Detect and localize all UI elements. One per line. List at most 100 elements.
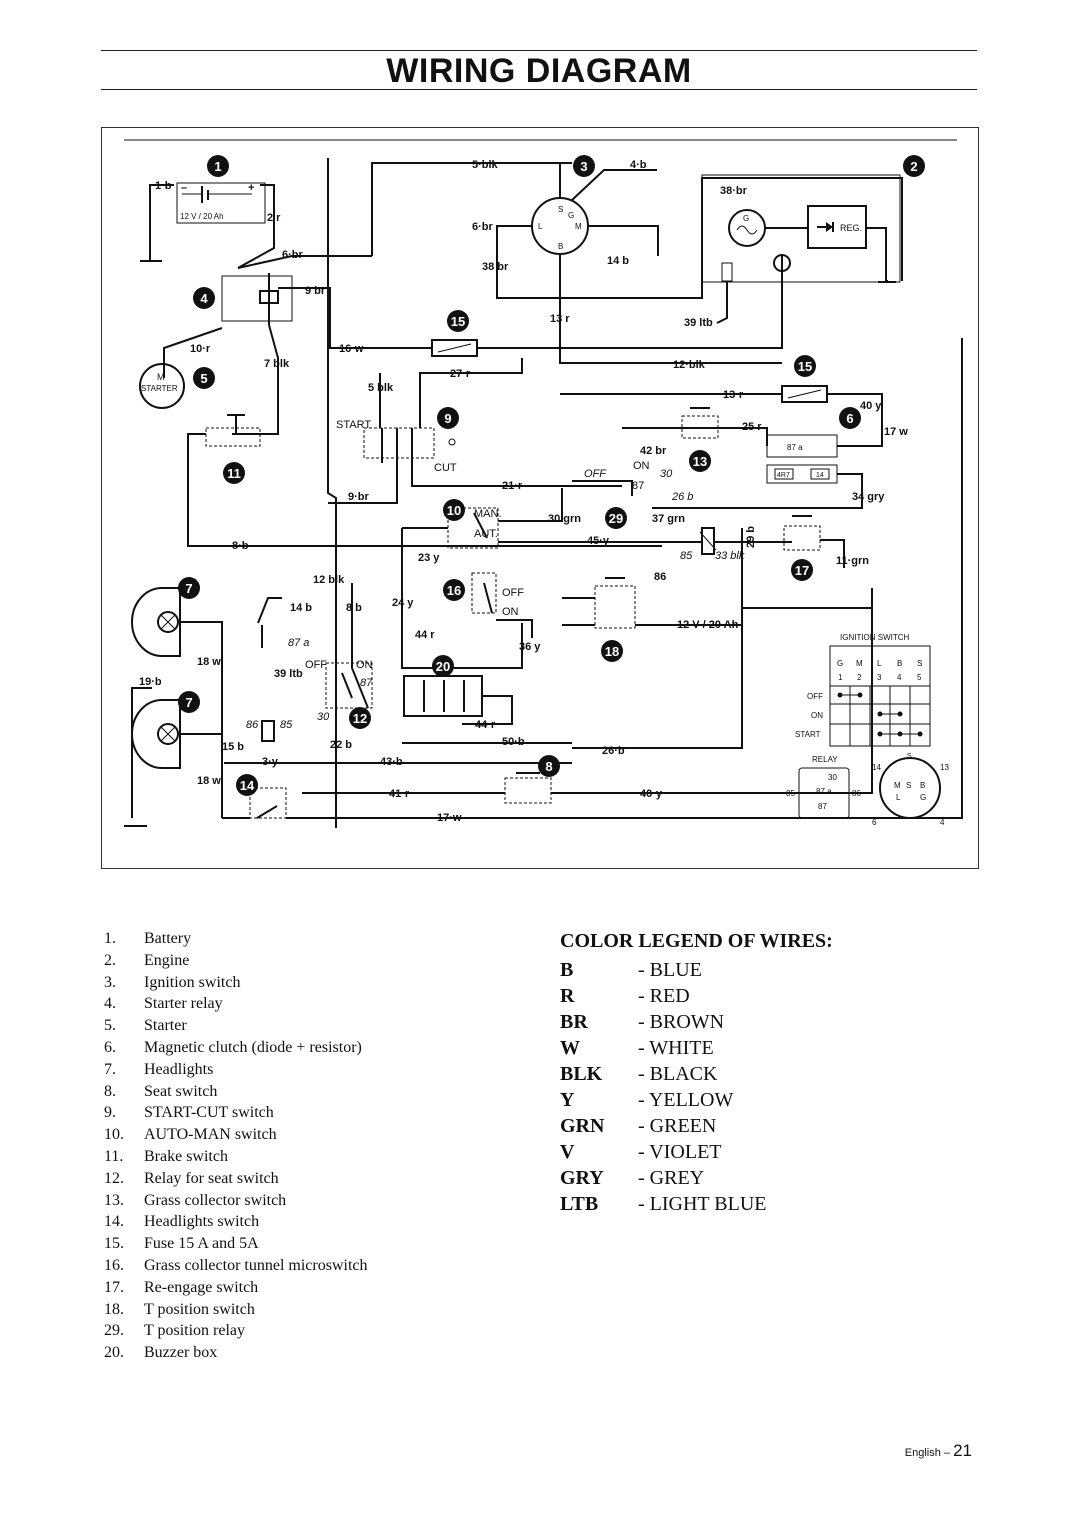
re-engage-switch bbox=[783, 515, 821, 551]
svg-text:86: 86 bbox=[654, 571, 666, 583]
svg-text:43·b: 43·b bbox=[380, 756, 403, 768]
svg-text:40·y: 40·y bbox=[640, 788, 663, 800]
svg-text:87 a: 87 a bbox=[288, 637, 309, 649]
svg-text:OFF: OFF bbox=[807, 692, 823, 701]
component-item: 11.Brake switch bbox=[104, 1147, 228, 1165]
wire-21r bbox=[411, 463, 622, 487]
svg-text:18: 18 bbox=[605, 644, 619, 659]
wire-5blk bbox=[371, 162, 572, 256]
svg-text:11·grn: 11·grn bbox=[836, 555, 869, 567]
page-title: WIRING DIAGRAM bbox=[386, 52, 692, 90]
svg-text:L: L bbox=[538, 222, 543, 231]
svg-text:START: START bbox=[336, 419, 371, 431]
svg-text:3: 3 bbox=[580, 159, 587, 174]
svg-text:11: 11 bbox=[227, 466, 241, 481]
wire-battery-positive bbox=[237, 184, 275, 269]
svg-text:CUT: CUT bbox=[434, 462, 457, 474]
fuse-5a bbox=[781, 385, 828, 403]
badge-1: 1 bbox=[207, 155, 229, 177]
grass-collector-switch bbox=[681, 407, 719, 439]
svg-text:5: 5 bbox=[917, 673, 922, 682]
svg-text:23 y: 23 y bbox=[418, 552, 440, 564]
start-cut-switch bbox=[363, 388, 456, 463]
svg-text:5 blk: 5 blk bbox=[368, 382, 394, 394]
badge-4: 4 bbox=[193, 287, 215, 309]
svg-text:30: 30 bbox=[660, 468, 673, 480]
svg-text:44·r: 44·r bbox=[475, 719, 496, 731]
starter-motor: M STARTER bbox=[139, 363, 185, 409]
svg-text:16: 16 bbox=[447, 583, 461, 598]
ignition-switch-symbol: S G L M B bbox=[531, 197, 589, 255]
badge-12: 12 bbox=[349, 707, 371, 729]
svg-text:3: 3 bbox=[877, 673, 882, 682]
svg-text:14 b: 14 b bbox=[607, 255, 629, 267]
badge-11: 11 bbox=[223, 462, 245, 484]
svg-text:41·r: 41·r bbox=[389, 788, 410, 800]
wire-12blk-b bbox=[351, 583, 369, 709]
svg-text:6: 6 bbox=[872, 818, 877, 827]
wire-10r bbox=[163, 327, 223, 378]
svg-text:17: 17 bbox=[795, 563, 809, 578]
svg-text:2: 2 bbox=[910, 159, 917, 174]
svg-text:87 a: 87 a bbox=[787, 443, 803, 452]
component-item: 2.Engine bbox=[104, 951, 190, 969]
legend-row: V- VIOLET bbox=[560, 1141, 722, 1163]
svg-text:15: 15 bbox=[451, 314, 465, 329]
svg-text:18 w: 18 w bbox=[197, 656, 221, 668]
svg-text:1·b: 1·b bbox=[155, 180, 172, 192]
badge-8: 8 bbox=[538, 755, 560, 777]
svg-text:24 y: 24 y bbox=[392, 597, 414, 609]
seat-relay bbox=[261, 662, 373, 742]
svg-text:STARTER: STARTER bbox=[141, 384, 178, 393]
badge-17: 17 bbox=[791, 559, 813, 581]
title-rule-bottom bbox=[101, 89, 977, 90]
component-item: 16.Grass collector tunnel microswitch bbox=[104, 1256, 368, 1274]
svg-text:ON: ON bbox=[811, 711, 823, 720]
svg-text:L: L bbox=[896, 793, 901, 802]
svg-text:1: 1 bbox=[214, 159, 221, 174]
svg-text:3·y: 3·y bbox=[262, 756, 279, 768]
svg-text:ON: ON bbox=[356, 659, 373, 671]
svg-text:12 blk: 12 blk bbox=[313, 574, 345, 586]
svg-text:8: 8 bbox=[545, 759, 552, 774]
svg-text:G: G bbox=[568, 211, 574, 220]
svg-text:29 b: 29 b bbox=[745, 526, 757, 548]
badge-16: 16 bbox=[443, 579, 465, 601]
wire-40y bbox=[551, 588, 873, 794]
svg-text:S: S bbox=[907, 753, 912, 760]
component-item: 13.Grass collector switch bbox=[104, 1191, 287, 1209]
component-item: 3.Ignition switch bbox=[104, 973, 241, 991]
svg-text:B: B bbox=[558, 242, 563, 251]
svg-text:8·b: 8·b bbox=[232, 540, 249, 552]
wire-8b bbox=[187, 433, 332, 547]
svg-text:10: 10 bbox=[447, 503, 461, 518]
svg-text:37 grn: 37 grn bbox=[652, 513, 685, 525]
starter-relay bbox=[221, 273, 293, 325]
legend-row: LTB- LIGHT BLUE bbox=[560, 1193, 767, 1215]
svg-text:87: 87 bbox=[632, 480, 644, 492]
component-item: 15.Fuse 15 A and 5A bbox=[104, 1235, 259, 1253]
svg-text:44 r: 44 r bbox=[415, 629, 435, 641]
brake-switch bbox=[205, 414, 261, 447]
t-position-switch bbox=[594, 577, 636, 629]
component-item: 8.Seat switch bbox=[104, 1082, 218, 1100]
legend-row: GRY- GREY bbox=[560, 1167, 705, 1189]
badge-5: 5 bbox=[193, 367, 215, 389]
svg-text:AUT.: AUT. bbox=[474, 528, 498, 540]
headlight-lower bbox=[131, 699, 181, 769]
wire-42br bbox=[572, 480, 633, 496]
svg-text:10·r: 10·r bbox=[190, 343, 211, 355]
relay-pinout: RELAY 30 85 87 a 86 87 bbox=[786, 755, 861, 819]
svg-text:29: 29 bbox=[609, 511, 623, 526]
svg-text:13: 13 bbox=[940, 763, 949, 772]
svg-text:M: M bbox=[856, 659, 863, 668]
badge-7a: 7 bbox=[178, 577, 200, 599]
page-footer: English – 21 bbox=[905, 1441, 972, 1461]
legend-row: BLK- BLACK bbox=[560, 1063, 718, 1085]
wire-36y bbox=[496, 619, 533, 638]
wire-30grn bbox=[498, 488, 563, 522]
svg-text:+: + bbox=[248, 182, 254, 194]
svg-text:9·br: 9·br bbox=[348, 491, 370, 503]
wire-labels: 1·b 2 r 6·br 9 br 10·r 7 blk 16·w 5 blk … bbox=[139, 159, 908, 824]
component-item: 12.Relay for seat switch bbox=[104, 1169, 279, 1187]
